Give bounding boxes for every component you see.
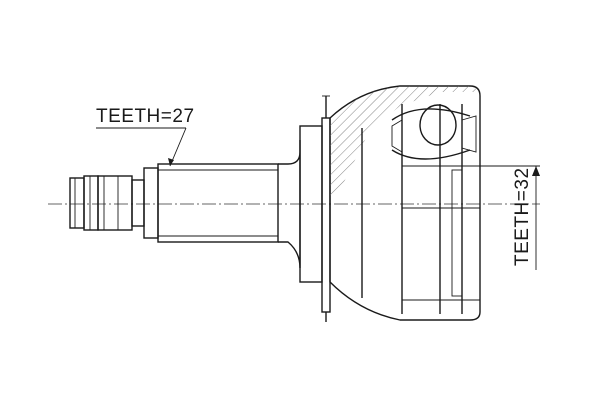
ball-cage — [391, 104, 477, 160]
teeth-right-callout: TEETH=32 — [480, 165, 540, 270]
flange — [299, 95, 331, 322]
bell-housing — [329, 85, 481, 321]
teeth-left-callout: TEETH=27 — [96, 106, 195, 167]
splined-shaft — [143, 140, 301, 269]
threaded-tip — [69, 175, 145, 231]
teeth-left-label: TEETH=27 — [96, 106, 195, 127]
teeth-right-label: TEETH=32 — [512, 167, 533, 266]
